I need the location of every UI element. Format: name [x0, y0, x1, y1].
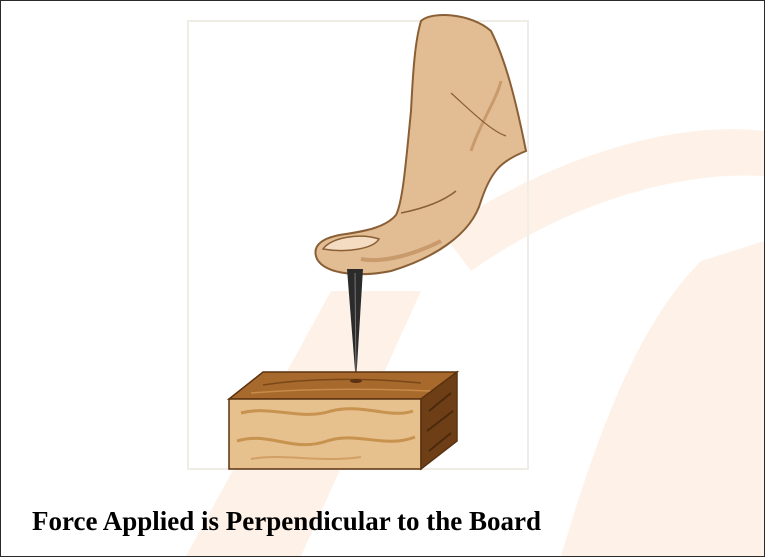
wooden-board-icon — [229, 372, 457, 469]
figure-caption: Force Applied is Perpendicular to the Bo… — [32, 504, 541, 538]
